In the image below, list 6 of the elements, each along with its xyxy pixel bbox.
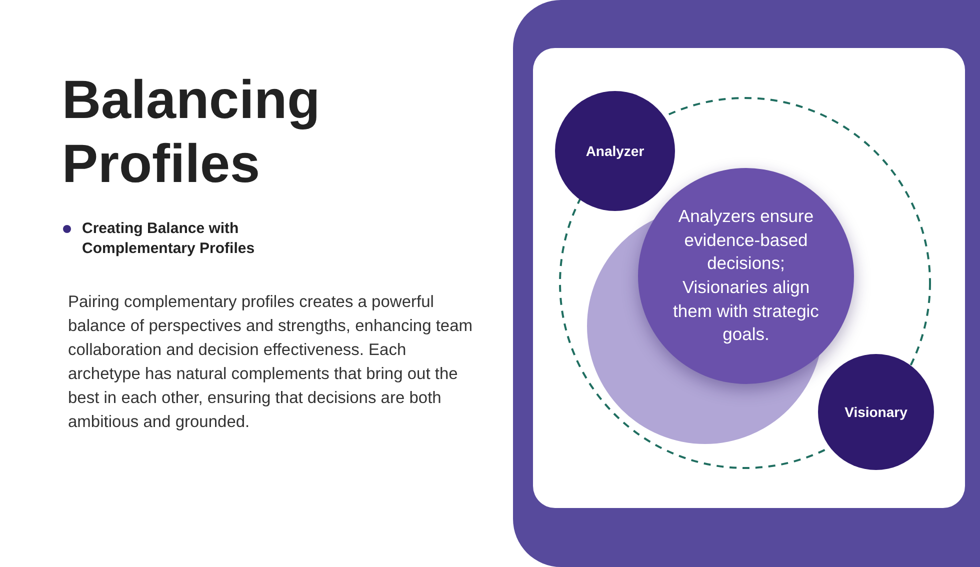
circle-label: Visionary [844, 402, 908, 422]
bullet-heading: Creating Balance with Complementary Profiles [82, 219, 256, 259]
circle-label: Analyzer [586, 142, 644, 160]
circle-label: Analyzers ensure evidence-based decisions; Visionaries align them with strategic goals. [672, 205, 820, 346]
slide-title: Balancing Profiles [62, 69, 322, 196]
body-paragraph: Pairing complementary profiles creates a powerful balance of perspectives and strengths, enhancing team collaboration and decision effectiveness. Each archetype has natural complements that bring out the best in each other, ensuring that decisions are both ambitious and grounded. [68, 292, 474, 433]
